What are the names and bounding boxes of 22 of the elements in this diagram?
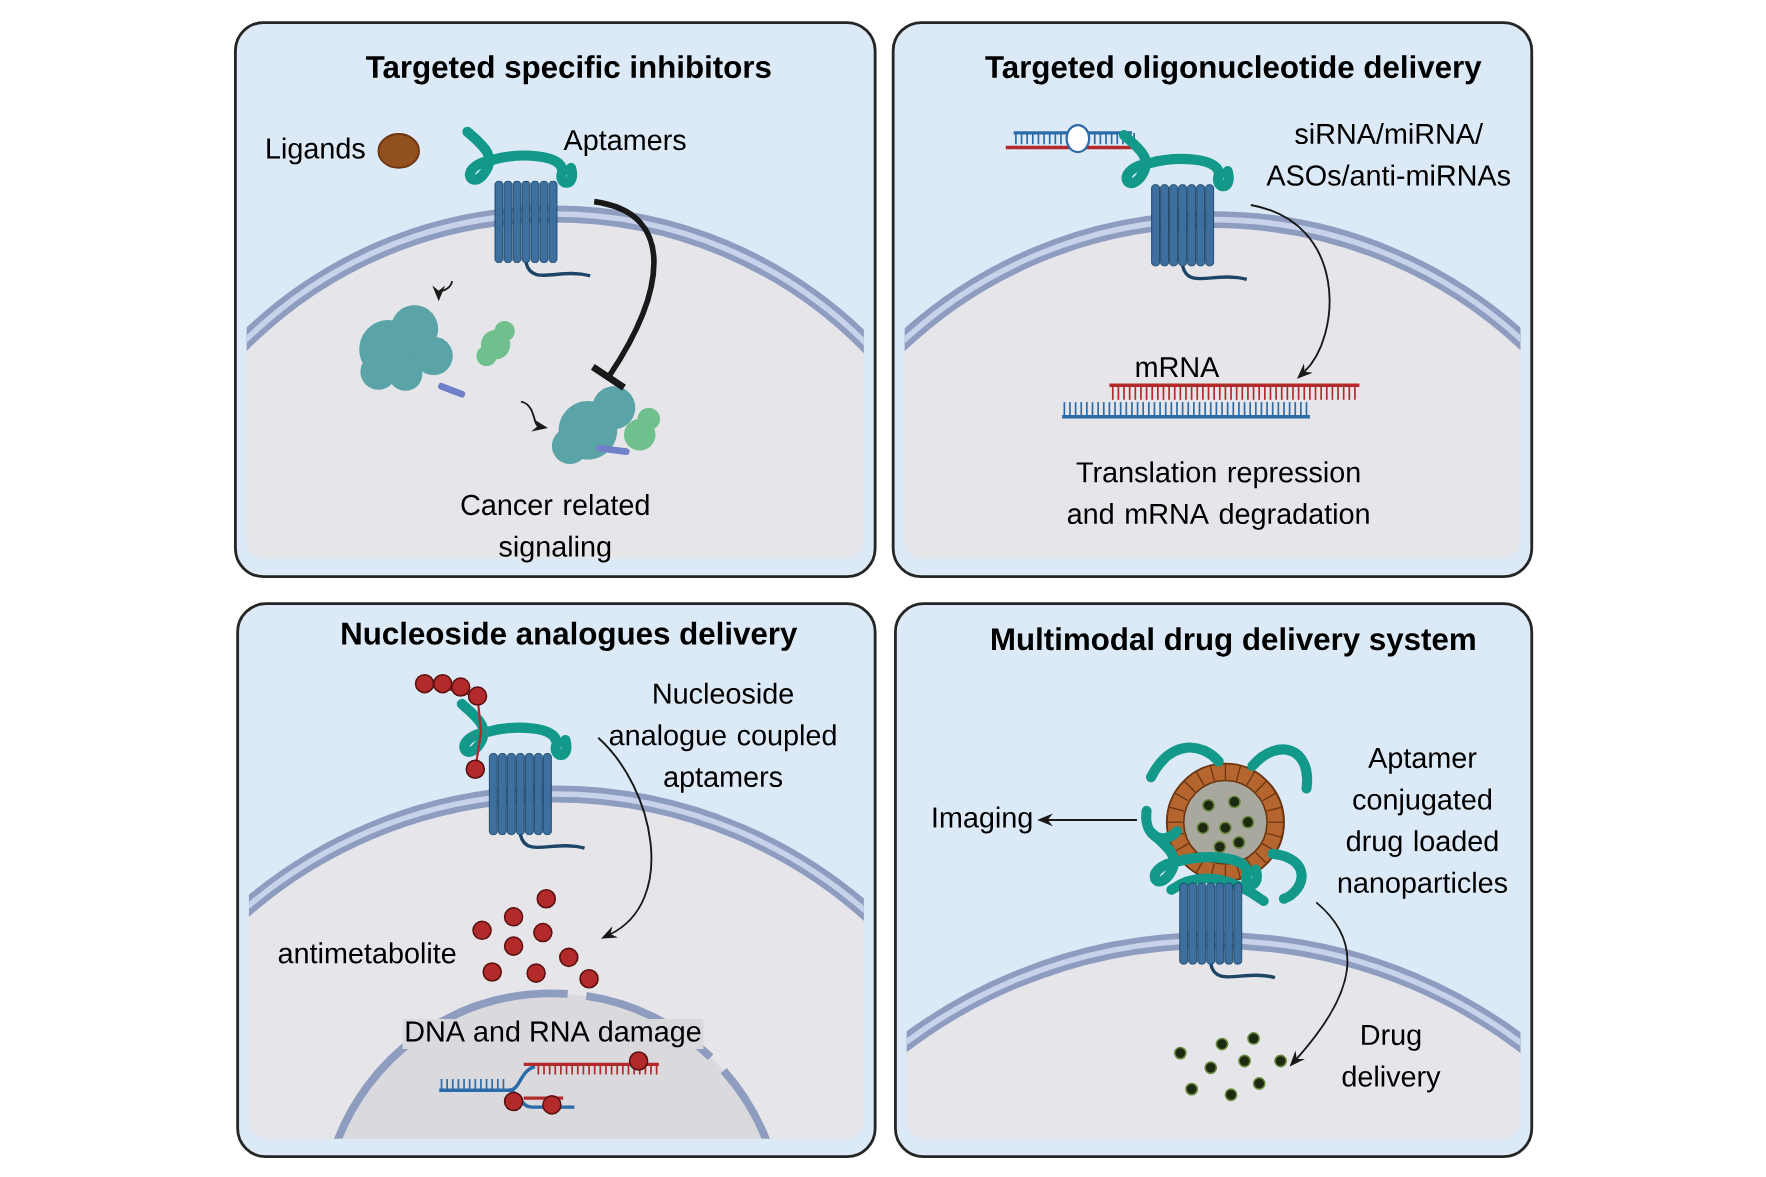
- label-text: DNA and RNA damage: [402, 1019, 704, 1049]
- label-text: Translation repression and mRNA degradation: [1067, 461, 1369, 530]
- receptor-drawing: [1147, 828, 1276, 980]
- label-text: antimetabolite: [278, 942, 456, 964]
- text-label: Nucleoside analogue coupled aptamers: [609, 682, 836, 793]
- particle-drawing: [472, 889, 599, 989]
- drug-particle-drawing: [1173, 1032, 1287, 1102]
- protein-drawing: [359, 305, 515, 398]
- text-label: Imaging: [933, 806, 1032, 834]
- text-label: Aptamer conjugated drug loaded nanoparticles: [1338, 748, 1508, 899]
- arrow: [597, 736, 653, 939]
- mrna-duplex-drawing: [1062, 383, 1360, 419]
- label-text: Ligands: [267, 137, 365, 165]
- arrow: [1249, 204, 1331, 379]
- label-text: siRNA/miRNA/ ASOs/anti-miRNAs: [1266, 122, 1510, 186]
- label-text: Cancer related signaling: [461, 494, 649, 563]
- label-text: Aptamers: [563, 130, 686, 156]
- protein-complex-drawing: [551, 386, 660, 465]
- receptor-drawing: [1118, 130, 1248, 281]
- label-text: Drug delivery: [1342, 1025, 1441, 1093]
- receptor-drawing: [414, 673, 585, 850]
- label-text: mRNA: [1136, 357, 1220, 378]
